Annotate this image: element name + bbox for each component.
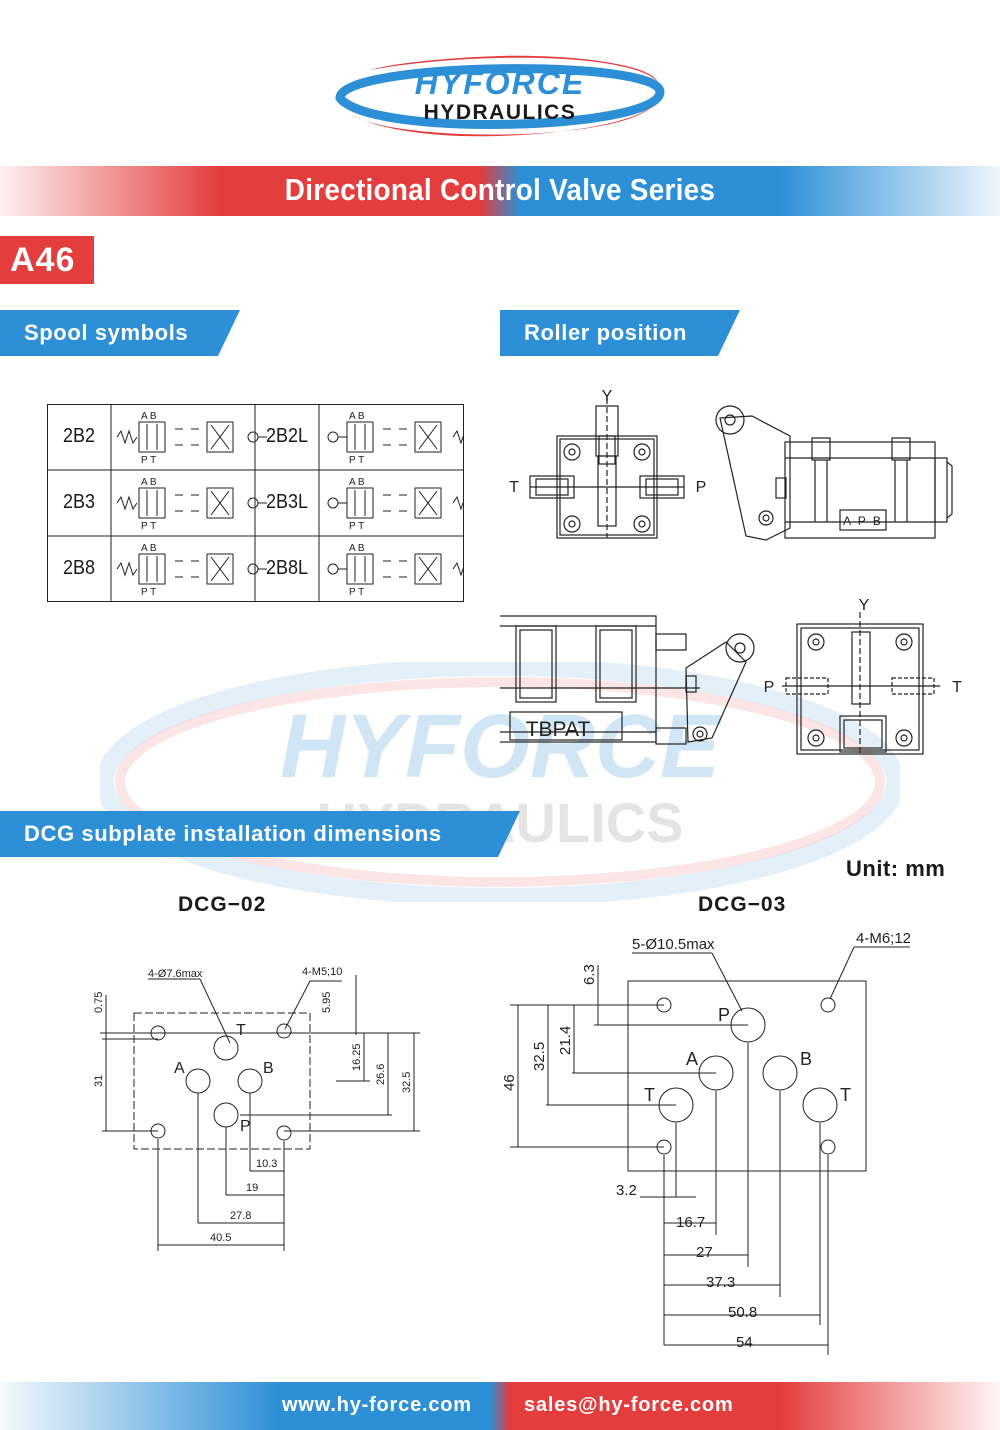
dcg02-dim-405: 40.5 [210, 1232, 231, 1244]
spool-port-label-top: A B [141, 477, 157, 488]
watermark-logo: HYFORCE HYDRAULICS [100, 662, 900, 902]
spool-port-label-top: A B [141, 411, 157, 422]
logo-line2: HYDRAULICS [424, 101, 577, 124]
unit-label: Unit: mm [846, 856, 946, 881]
roller-label-y1: Y [602, 388, 613, 405]
spool-code-2b3l: 2B3L [265, 491, 309, 513]
dcg03-dim-32: 3.2 [616, 1182, 637, 1199]
spool-code-2b8l: 2B8L [265, 557, 309, 579]
spool-port-label-bottom: P T [141, 587, 156, 598]
dcg02-hole-note: 4-Ø7.6max [148, 968, 203, 980]
spool-port-label-top: A B [141, 543, 157, 554]
roller-label-t1: T [509, 479, 519, 496]
dcg02-thread-note: 4-M5;10 [302, 966, 342, 978]
spool-port-label-bottom: P T [349, 521, 364, 532]
spool-port-label-bottom: P T [141, 455, 156, 466]
spool-symbol-table: A B P T A B P T A B P T A B P T A B P T A B P T 2B2… [47, 404, 464, 602]
dcg03-hole-note: 5-Ø10.5max [632, 936, 715, 953]
dcg02-port-p: P [240, 1118, 251, 1135]
footer-email-link[interactable]: sales@hy-force.com [524, 1394, 734, 1416]
spool-port-label-bottom: P T [349, 455, 364, 466]
dcg02-dim-103: 10.3 [256, 1158, 277, 1170]
logo-line1: HYFORCE [415, 65, 585, 101]
roller-label-p2: P [764, 679, 775, 696]
dcg03-port-p: P [718, 1005, 730, 1025]
dcg02-title: DCG−02 [178, 893, 267, 916]
dcg03-dim-46: 46 [501, 1074, 518, 1091]
dcg03-title: DCG−03 [698, 893, 787, 916]
spool-port-label-bottom: P T [141, 521, 156, 532]
spool-symbol-1-0: A B P T [116, 477, 267, 532]
dcg02-drawing: 4-Ø7.6max 4-M5;10 T A B P 0.75 31 5.95 1… [93, 966, 420, 1251]
dcg02-dim-31: 31 [93, 1075, 105, 1087]
roller-plate-apb: A P B [843, 514, 883, 528]
section-dcg-dimensions: DCG subplate installation dimensions [0, 811, 520, 857]
roller-plate-tbpat: TBPAT [526, 718, 591, 741]
dcg03-port-b: B [800, 1049, 812, 1069]
spool-port-label-top: A B [349, 477, 365, 488]
spool-code-2b2: 2B2 [62, 425, 96, 447]
dcg02-port-t: T [236, 1022, 246, 1039]
spool-symbol-2-1: A B P T [327, 543, 464, 598]
title-banner [0, 166, 1000, 216]
roller-label-p1: P [696, 479, 707, 496]
roller-position-drawings: Y T P A P B TBPAT Y P T [500, 388, 962, 755]
dcg03-dim-214: 21.4 [557, 1026, 574, 1055]
footer-bar [0, 1382, 1000, 1430]
dcg03-dim-508: 50.8 [728, 1304, 757, 1321]
dcg03-port-t1: T [644, 1085, 655, 1105]
roller-label-t2: T [952, 679, 962, 696]
spool-code-2b2l: 2B2L [265, 425, 309, 447]
spool-code-2b3: 2B3 [62, 491, 96, 513]
dcg02-dim-595: 5.95 [321, 992, 333, 1013]
footer-website-link[interactable]: www.hy-force.com [282, 1394, 472, 1416]
spool-port-label-top: A B [349, 411, 365, 422]
dcg02-dim-075: 0.75 [93, 992, 105, 1013]
dcg02-dim-278: 27.8 [230, 1210, 251, 1222]
dcg02-dim-1625: 16.25 [351, 1043, 363, 1071]
page-code-badge: A46 [0, 236, 94, 284]
dcg03-dim-373: 37.3 [706, 1274, 735, 1291]
dcg03-dim-27: 27 [696, 1244, 713, 1261]
dcg03-drawing: 5-Ø10.5max 4-M6;12 P A B T T 6.3 21.4 32… [501, 930, 910, 1355]
brand-logo: HYFORCE HYDRAULICS [335, 55, 665, 137]
spool-symbol-1-1: A B P T [327, 477, 464, 532]
spool-symbol-0-1: A B P T [327, 411, 464, 466]
roller-label-y2: Y [859, 597, 870, 614]
spool-port-label-top: A B [349, 543, 365, 554]
spool-port-label-bottom: P T [349, 587, 364, 598]
dcg03-port-a: A [686, 1049, 698, 1069]
dcg03-port-t2: T [840, 1085, 851, 1105]
dcg02-dim-19: 19 [246, 1182, 258, 1194]
dcg03-dim-167: 16.7 [676, 1214, 705, 1231]
dcg02-dim-266: 26.6 [375, 1064, 387, 1085]
page-title: Directional Control Valve Series [284, 172, 716, 207]
spool-code-2b8: 2B8 [62, 557, 96, 579]
dcg03-dim-54: 54 [736, 1334, 753, 1351]
dcg03-thread-note: 4-M6;12 [856, 930, 910, 947]
section-roller-position: Roller position [500, 310, 740, 356]
dcg03-dim-63: 6.3 [581, 964, 598, 985]
spool-symbol-2-0: A B P T [116, 543, 267, 598]
dcg02-port-a: A [174, 1060, 185, 1077]
dcg02-dim-325: 32.5 [401, 1072, 413, 1093]
spool-symbol-0-0: A B P T [116, 411, 267, 466]
spool-table-grid: A B P T A B P T A B P T A B P T A B P T A B P T [47, 404, 464, 602]
watermark-line1: HYFORCE [280, 697, 723, 797]
dcg03-dim-325: 32.5 [531, 1042, 548, 1071]
dcg02-port-b: B [263, 1060, 274, 1077]
section-spool-symbols: Spool symbols [0, 310, 240, 356]
